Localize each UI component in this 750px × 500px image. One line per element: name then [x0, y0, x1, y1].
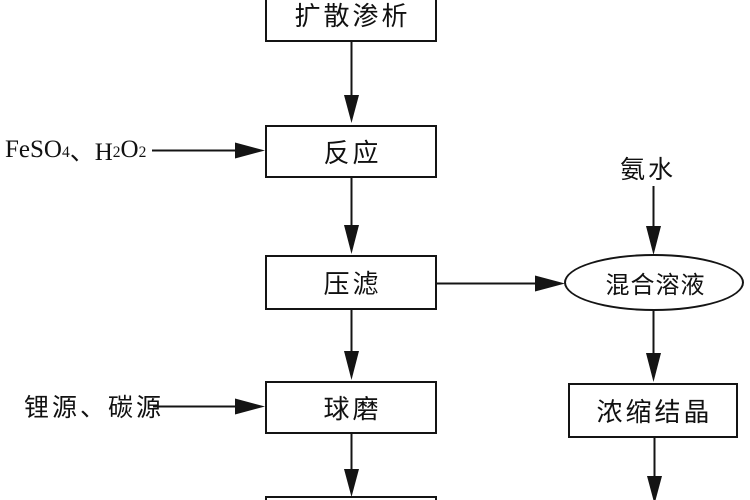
node-ball-milling: 球磨 [265, 381, 437, 434]
node-mixed-solution-label: 混合溶液 [605, 273, 706, 299]
arrow-ammonia-to-mixed-solution [646, 186, 661, 255]
node-reaction-label: 反应 [323, 139, 382, 168]
node-reaction: 反应 [265, 125, 437, 178]
node-crystallization: 浓缩结晶 [568, 383, 738, 438]
node-crystallization-label: 浓缩结晶 [596, 398, 713, 427]
node-dialysis-label: 扩散渗析 [294, 1, 411, 31]
arrow-crystallization-down [647, 438, 662, 500]
arrow-filtration-to-mixed-solution [437, 275, 565, 292]
arrow-filtration-to-ball-milling [344, 310, 359, 380]
label-li-carbon: 锂源、碳源 [24, 395, 165, 422]
node-filtration: 压滤 [265, 255, 437, 310]
arrow-mixed-solution-to-crystallization [646, 311, 661, 382]
arrow-dialysis-to-reaction [344, 42, 359, 123]
node-dialysis: 扩散渗析 [265, 0, 437, 42]
node-next-step-partial [265, 496, 437, 500]
node-mixed-solution: 混合溶液 [564, 254, 744, 311]
node-ball-milling-label: 球磨 [323, 395, 382, 424]
arrow-ball-milling-to-next-step [344, 434, 359, 497]
label-ammonia: 氨水 [620, 157, 677, 184]
arrow-feso4-to-reaction [152, 142, 265, 159]
arrow-reaction-to-filtration [344, 178, 359, 254]
arrow-li-carbon-to-ball-milling [153, 398, 265, 415]
node-filtration-label: 压滤 [323, 270, 382, 299]
